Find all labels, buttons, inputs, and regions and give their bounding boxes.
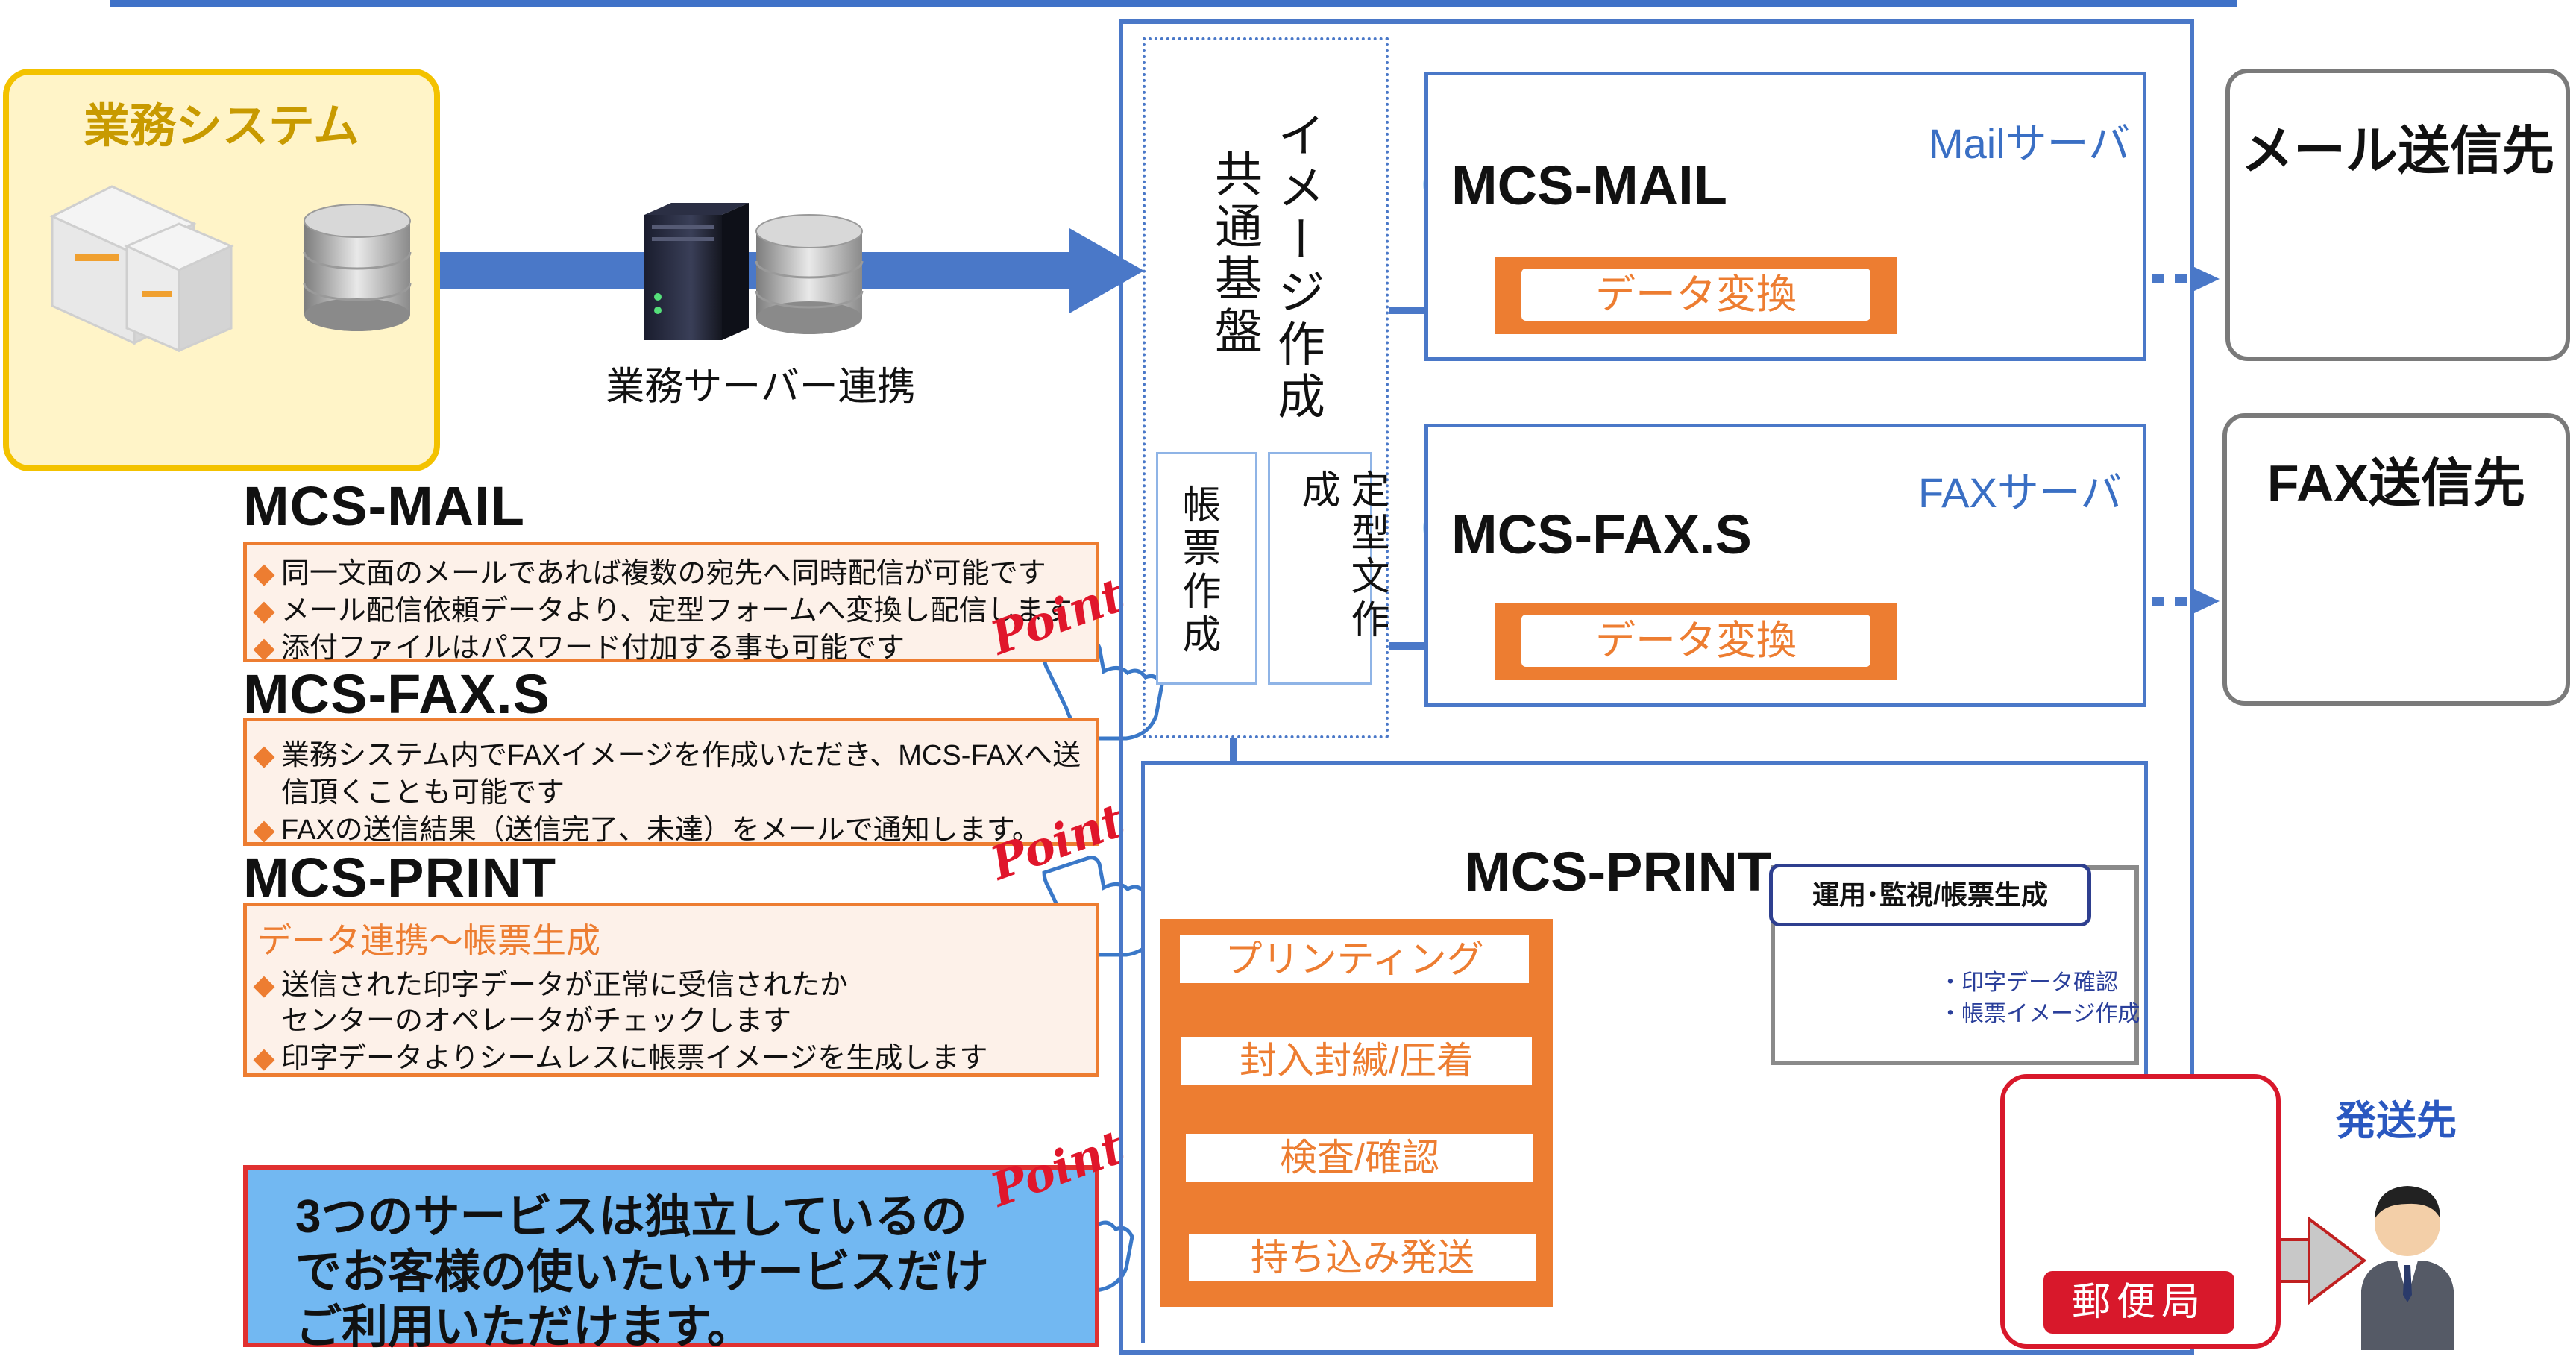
mail-destination-box xyxy=(2225,69,2570,361)
flow-step-enclosing: 封入封緘/圧着 xyxy=(1181,1037,1532,1085)
service-platform-frame xyxy=(1119,19,2194,1355)
fax-conversion-box: データ変換 xyxy=(1495,603,1897,680)
info-mail-bullet: ◆メール配信依頼データより、定型フォームへ変換し配信します xyxy=(253,595,1072,627)
info-fax-bullet: ◆FAXの送信結果（送信完了、未達）をメールで通知します。 xyxy=(253,815,1041,846)
info-print-bullet-continued: センターのオペレータがチェックします xyxy=(281,1005,792,1037)
mail-send-dotted-arrow xyxy=(2108,266,2220,292)
form-creation-box: 帳票作成 xyxy=(1156,452,1257,685)
info-mail-box: ◆同一文面のメールであれば複数の宛先へ同時配信が可能です ◆メール配信依頼データ… xyxy=(243,542,1099,664)
note-line: でお客様の使いたいサービスだけ xyxy=(295,1246,990,1298)
print-cloud-label: MCS-PRINT xyxy=(1465,841,1772,903)
post-office-label: 郵便局 xyxy=(2043,1271,2234,1334)
info-print-heading: データ連携～帳票生成 xyxy=(257,921,600,960)
flow-step-dispatch: 持ち込み発送 xyxy=(1189,1234,1536,1281)
info-print-box: データ連携～帳票生成 ◆送信された印字データが正常に受信されたか センターのオペ… xyxy=(243,903,1099,1077)
info-fax-box: ◆業務システム内でFAXイメージを作成いただき、MCS-FAXへ送 信頂くことも… xyxy=(243,718,1099,846)
link-server-icon xyxy=(644,203,749,340)
mail-conversion-box: データ変換 xyxy=(1495,257,1897,334)
link-database-icon xyxy=(755,214,864,334)
fax-destination-box xyxy=(2222,413,2570,706)
info-print-bullet: ◆印字データよりシームレスに帳票イメージを生成します xyxy=(253,1043,988,1074)
note-line: ご利用いただけます。 xyxy=(295,1302,753,1353)
fax-destination-title: FAX送信先 xyxy=(2266,454,2526,512)
mail-cloud-label: MCS-MAIL xyxy=(1451,154,1727,216)
operations-title: 運用･監視/帳票生成 xyxy=(1769,864,2091,926)
top-rule xyxy=(110,0,2237,7)
platform-title-col1: イメージ作成 xyxy=(1271,110,1325,424)
recipient-person-icon xyxy=(2361,1186,2454,1350)
business-server-rack-icon xyxy=(49,185,234,353)
business-database-icon xyxy=(303,204,412,331)
platform-title-col2: 共通基盤 xyxy=(1208,149,1262,358)
fax-conversion-label: データ変換 xyxy=(1521,615,1870,667)
operations-item: ・印字データ確認 xyxy=(1939,970,2118,995)
form-creation-label: 帳票作成 xyxy=(1176,484,1219,657)
info-fax-bullet-continued: 信頂くことも可能です xyxy=(281,777,565,809)
fax-send-dotted-arrow xyxy=(2108,588,2220,615)
flow-step-printing: プリンティング xyxy=(1180,935,1529,983)
fax-server-label: FAXサーバ xyxy=(1918,469,2123,516)
operations-item: ・帳票イメージ作成 xyxy=(1939,1002,2140,1026)
flow-step-inspection: 検査/確認 xyxy=(1186,1134,1533,1182)
fax-cloud-label: MCS-FAX.S xyxy=(1451,503,1752,565)
server-link-label: 業務サーバー連携 xyxy=(606,365,916,409)
info-mail-bullet: ◆添付ファイルはパスワード付加する事も可能です xyxy=(253,633,905,664)
pointing-hand-icon-1 xyxy=(1042,639,1164,741)
info-fax-bullet: ◆業務システム内でFAXイメージを作成いただき、MCS-FAXへ送 xyxy=(253,740,1081,771)
info-mail-title: MCS-MAIL xyxy=(243,475,525,537)
business-system-title: 業務システム xyxy=(83,101,360,152)
mail-server-label: Mailサーバ xyxy=(1929,120,2131,167)
common-platform-box xyxy=(1143,37,1389,738)
mail-destination-title: メール送信先 xyxy=(2241,122,2554,180)
mail-conversion-label: データ変換 xyxy=(1521,269,1870,321)
independence-note-box: 3つのサービスは独立しているの でお客様の使いたいサービスだけ ご利用いただけま… xyxy=(243,1165,1099,1353)
info-print-bullet: ◆送信された印字データが正常に受信されたか xyxy=(253,970,849,1001)
template-creation-box: 定型文作成 xyxy=(1268,452,1388,685)
info-fax-title: MCS-FAX.S xyxy=(243,663,550,725)
info-mail-bullet: ◆同一文面のメールであれば複数の宛先へ同時配信が可能です xyxy=(253,558,1046,589)
info-print-title: MCS-PRINT xyxy=(243,847,557,909)
recipient-label: 発送先 xyxy=(2336,1099,2457,1143)
template-creation-label: 定型文作成 xyxy=(1295,469,1388,642)
note-line: 3つのサービスは独立しているの xyxy=(295,1191,967,1243)
